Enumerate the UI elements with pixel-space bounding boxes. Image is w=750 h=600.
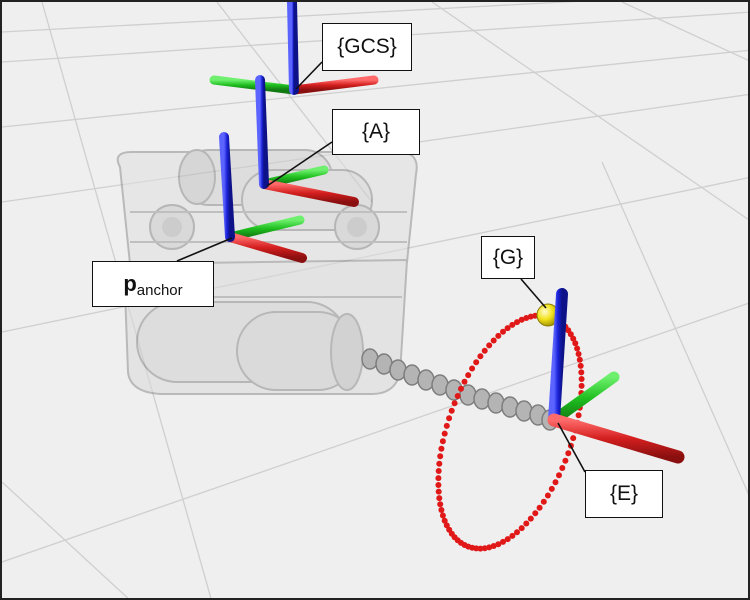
ring-dot bbox=[567, 331, 574, 338]
ring-dot bbox=[562, 457, 569, 464]
ring-dot bbox=[509, 321, 516, 328]
ring-dot bbox=[518, 525, 525, 532]
ring-dot bbox=[446, 415, 453, 422]
ring-dot bbox=[436, 460, 443, 467]
ring-dot bbox=[490, 543, 497, 549]
ring-dot bbox=[523, 520, 530, 527]
label-gcs: {GCS} bbox=[322, 23, 412, 71]
ring-dot bbox=[446, 526, 453, 533]
ring-dot bbox=[490, 337, 497, 344]
ring-dot bbox=[578, 376, 585, 382]
ring-dot bbox=[565, 450, 572, 457]
ring-dot bbox=[523, 315, 530, 321]
ring-dot bbox=[575, 412, 582, 419]
label-g-text: {G} bbox=[492, 245, 524, 269]
frame-e-axes bbox=[547, 288, 685, 464]
ring-dot bbox=[435, 475, 442, 482]
ring-dot bbox=[437, 501, 444, 508]
ring-dot bbox=[473, 359, 480, 366]
label-a-text: {A} bbox=[361, 120, 391, 143]
ring-dot bbox=[559, 465, 566, 471]
ring-dot bbox=[578, 369, 585, 376]
ring-dot bbox=[527, 515, 534, 522]
ring-dot bbox=[454, 393, 461, 399]
ring-dot bbox=[577, 362, 584, 369]
ring-dot bbox=[438, 507, 445, 513]
ring-dot bbox=[451, 400, 458, 407]
frame-gcs-axes bbox=[209, 2, 379, 95]
ring-dot bbox=[448, 407, 455, 414]
ring-dot bbox=[578, 382, 585, 389]
ring-dot bbox=[570, 435, 577, 442]
ring-dot bbox=[575, 351, 582, 357]
ring-dot bbox=[544, 492, 551, 499]
ring-dot bbox=[495, 541, 502, 548]
ring-dot bbox=[443, 522, 450, 529]
label-e-text: {E} bbox=[609, 482, 639, 505]
label-e: {E} bbox=[585, 470, 663, 518]
ring-dot bbox=[540, 498, 547, 505]
ring-dot bbox=[572, 340, 579, 347]
ring-dot bbox=[556, 472, 562, 479]
ring-dot bbox=[437, 453, 444, 460]
ring-dot bbox=[514, 529, 520, 536]
ring-dot bbox=[458, 385, 464, 392]
ring-dot bbox=[439, 438, 446, 445]
ring-dot bbox=[435, 482, 442, 488]
ring-dot bbox=[500, 538, 506, 545]
ring-dot bbox=[436, 495, 443, 502]
ring-dot bbox=[574, 345, 581, 352]
ring-dot bbox=[435, 468, 442, 474]
ring-dot bbox=[481, 347, 488, 354]
ring-dot bbox=[441, 517, 448, 524]
ring-dot bbox=[536, 504, 543, 511]
ring-dot bbox=[552, 479, 559, 486]
label-anchor-main: p bbox=[123, 271, 137, 296]
ring-dot bbox=[532, 510, 539, 517]
ring-dot bbox=[514, 319, 520, 326]
ring-dot bbox=[481, 545, 488, 552]
leader-lines bbox=[176, 61, 586, 473]
ring-dot bbox=[486, 342, 493, 349]
ring-dot bbox=[576, 356, 583, 363]
ring-dot bbox=[439, 512, 446, 519]
ring-dot bbox=[548, 485, 555, 492]
label-g: {G} bbox=[481, 236, 535, 279]
ring-dot bbox=[504, 325, 511, 332]
ring-dot bbox=[504, 536, 511, 543]
ring-dot bbox=[518, 316, 525, 323]
ring-dot bbox=[570, 335, 577, 342]
ring-dot bbox=[443, 422, 450, 429]
label-gcs-text: {GCS} bbox=[337, 35, 397, 58]
label-a: {A} bbox=[332, 109, 420, 155]
frame-anchor-axes bbox=[219, 132, 307, 263]
ring-dot bbox=[461, 378, 468, 385]
ring-dot bbox=[465, 372, 472, 379]
ring-dot bbox=[495, 332, 502, 339]
ring-dot bbox=[469, 365, 476, 372]
ring-dot bbox=[441, 430, 448, 437]
ring-dot bbox=[435, 488, 442, 495]
ring-dot bbox=[509, 532, 516, 539]
label-anchor-sub: anchor bbox=[136, 281, 183, 299]
ring-dot bbox=[500, 328, 506, 335]
ring-dot bbox=[438, 445, 445, 452]
ring-dot bbox=[477, 353, 484, 360]
